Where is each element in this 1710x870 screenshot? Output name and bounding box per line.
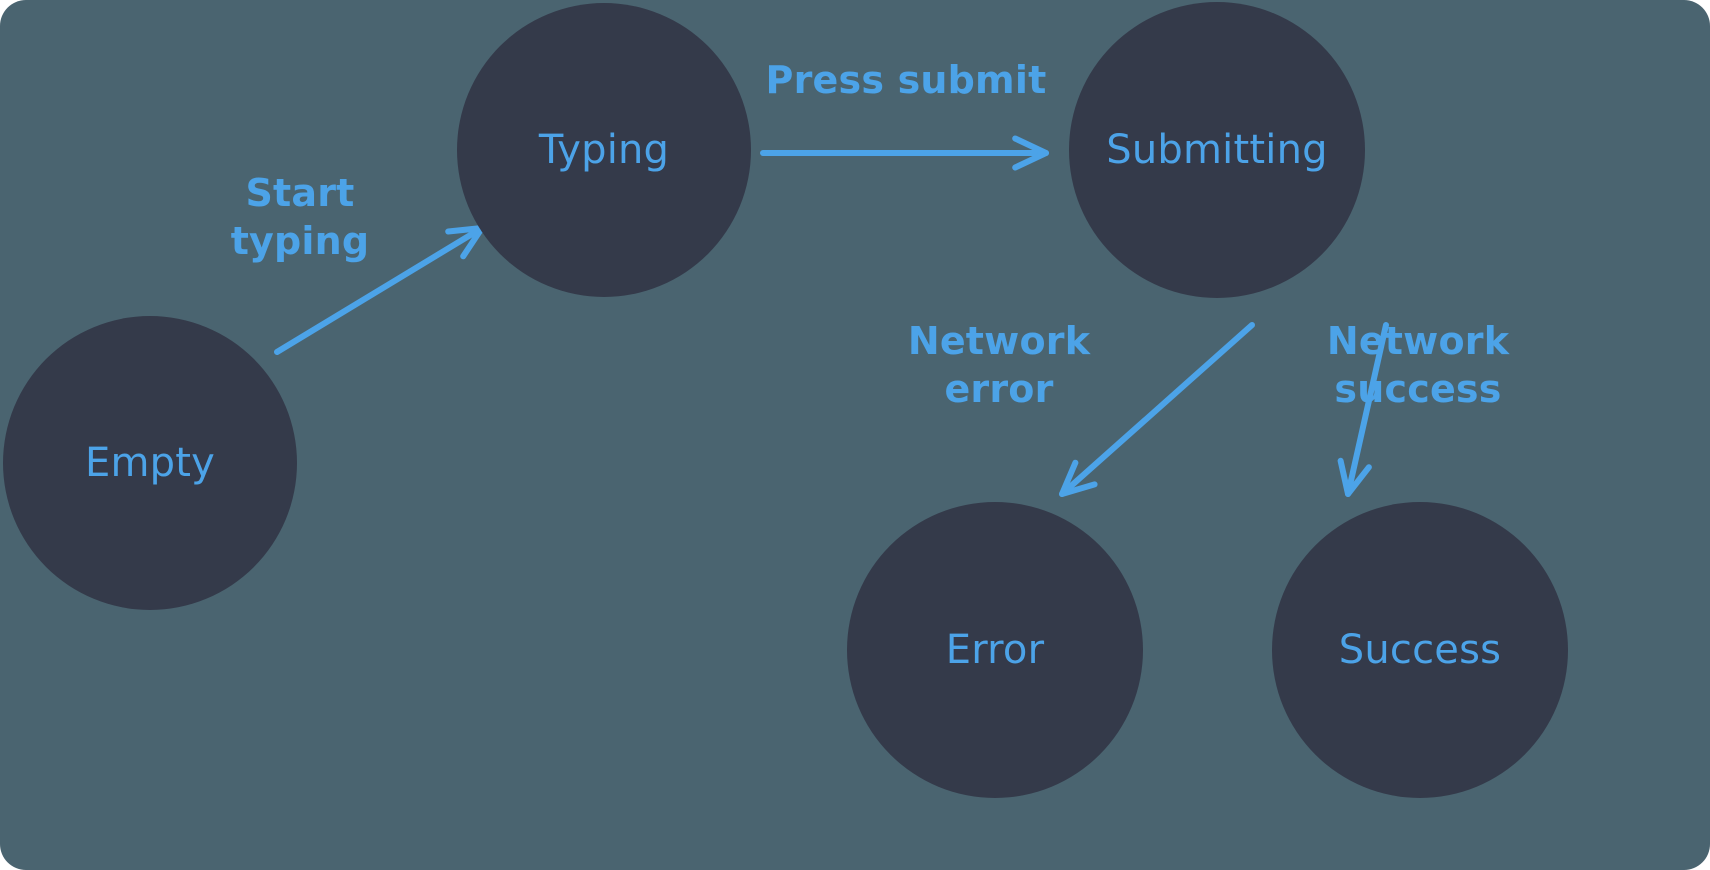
edge-line-network-success [1345,322,1389,497]
node-label-typing: Typing [538,127,669,173]
edge-label-line: Network [1327,319,1510,363]
node-label-submitting: Submitting [1106,127,1327,173]
state-node-error[interactable]: Error [847,502,1143,798]
node-label-empty: Empty [85,440,215,486]
edge-label-line: Start [245,171,354,215]
node-circle-success[interactable] [1272,502,1568,798]
node-circle-submitting[interactable] [1069,2,1365,298]
edge-line-start-typing [274,225,485,355]
node-circle-error[interactable] [847,502,1143,798]
edge-label-line: Network [908,319,1091,363]
node-label-error: Error [946,627,1045,673]
edge-network-success [1337,322,1389,497]
state-node-submitting[interactable]: Submitting [1069,2,1365,298]
arrowhead-network-error [1059,459,1098,497]
arrowhead-network-success [1337,457,1372,497]
edge-label-line: Press submit [766,58,1047,102]
state-node-typing[interactable]: Typing [457,3,751,297]
edges-layer [274,135,1389,497]
edge-press-submit [760,135,1049,171]
node-circle-typing[interactable] [457,3,751,297]
edge-network-error [1059,322,1255,497]
arrowhead-press-submit [1012,135,1049,171]
edge-label-line: error [944,367,1053,411]
node-label-success: Success [1339,627,1501,673]
edge-label-line: success [1334,367,1501,411]
edge-label-line: typing [231,219,370,263]
state-node-success[interactable]: Success [1272,502,1568,798]
node-circle-empty[interactable] [3,316,297,610]
edge-label-press-submit: Press submit [766,58,1047,102]
edge-line-network-error [1059,322,1255,497]
state-node-empty[interactable]: Empty [3,316,297,610]
